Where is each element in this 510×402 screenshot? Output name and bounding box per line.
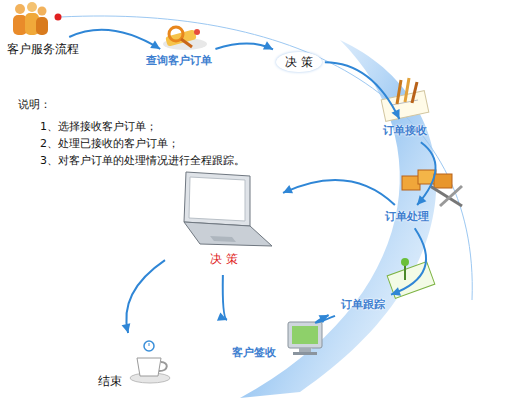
note-text: 说明：	[18, 98, 51, 111]
node-text: 查询客户订单	[146, 54, 212, 67]
start-label: 客户服务流程	[4, 40, 82, 58]
arrow-head	[263, 41, 273, 49]
end-node: 结束	[96, 336, 176, 394]
order-track-icon	[387, 258, 435, 298]
note-text: 3、对客户订单的处理情况进行全程跟踪。	[40, 154, 245, 167]
flow-line	[283, 180, 395, 205]
note-text: 1、选择接收客户订单；	[40, 120, 157, 133]
step-node: 客户签收	[230, 318, 328, 364]
node-text: 客户服务流程	[7, 42, 79, 56]
laptop-icon	[184, 172, 272, 246]
order-process-icon	[402, 170, 462, 206]
node-text: 订单处理	[385, 210, 429, 223]
flow-line	[316, 315, 335, 323]
arrow-head	[417, 195, 426, 205]
node-text: 客户签收	[232, 346, 276, 359]
flow-line	[417, 142, 435, 205]
flow-line	[223, 275, 227, 320]
flow-line	[69, 30, 160, 49]
arrow-head	[319, 315, 329, 323]
flow-arrow	[325, 62, 400, 119]
people-icon	[13, 2, 48, 35]
step-label: 查询客户订单	[143, 52, 215, 69]
flow-line	[325, 62, 400, 119]
node-text: 决 策	[285, 55, 313, 69]
swoosh-band	[240, 40, 437, 398]
decision-node: 决 策	[168, 168, 280, 272]
start-dot	[55, 14, 62, 21]
flow-line	[126, 260, 165, 333]
flow-line	[391, 228, 426, 294]
step-label: 订单跟踪	[338, 296, 388, 313]
flow-arrow	[391, 228, 426, 296]
flow-arrow	[417, 142, 435, 205]
flow-arrow	[69, 30, 160, 49]
search-icon	[163, 27, 207, 50]
arrow-head	[150, 40, 160, 49]
arrow-head	[122, 323, 131, 333]
flow-arrow	[316, 315, 335, 323]
flow-arrow	[215, 41, 273, 49]
coffee-cup-icon	[130, 341, 170, 383]
node-text: 订单跟踪	[341, 298, 385, 311]
node-text: 决 策	[210, 252, 238, 266]
step-label: 订单处理	[382, 208, 432, 225]
flow-arrow	[122, 260, 165, 333]
node-text: 结束	[98, 374, 122, 388]
step-label: 订单接收	[380, 122, 430, 139]
decision-oval: 决 策	[276, 52, 322, 72]
arrow-head	[391, 109, 399, 119]
monitor-icon	[288, 322, 322, 355]
node-text: 订单接收	[383, 124, 427, 137]
arrow-head	[217, 312, 227, 320]
flow-arrow	[217, 275, 227, 321]
note-text: 2、处理已接收的客户订单；	[40, 137, 179, 150]
arrow-head	[283, 185, 293, 193]
flow-arrow	[283, 180, 395, 205]
arrow-head	[391, 287, 401, 295]
